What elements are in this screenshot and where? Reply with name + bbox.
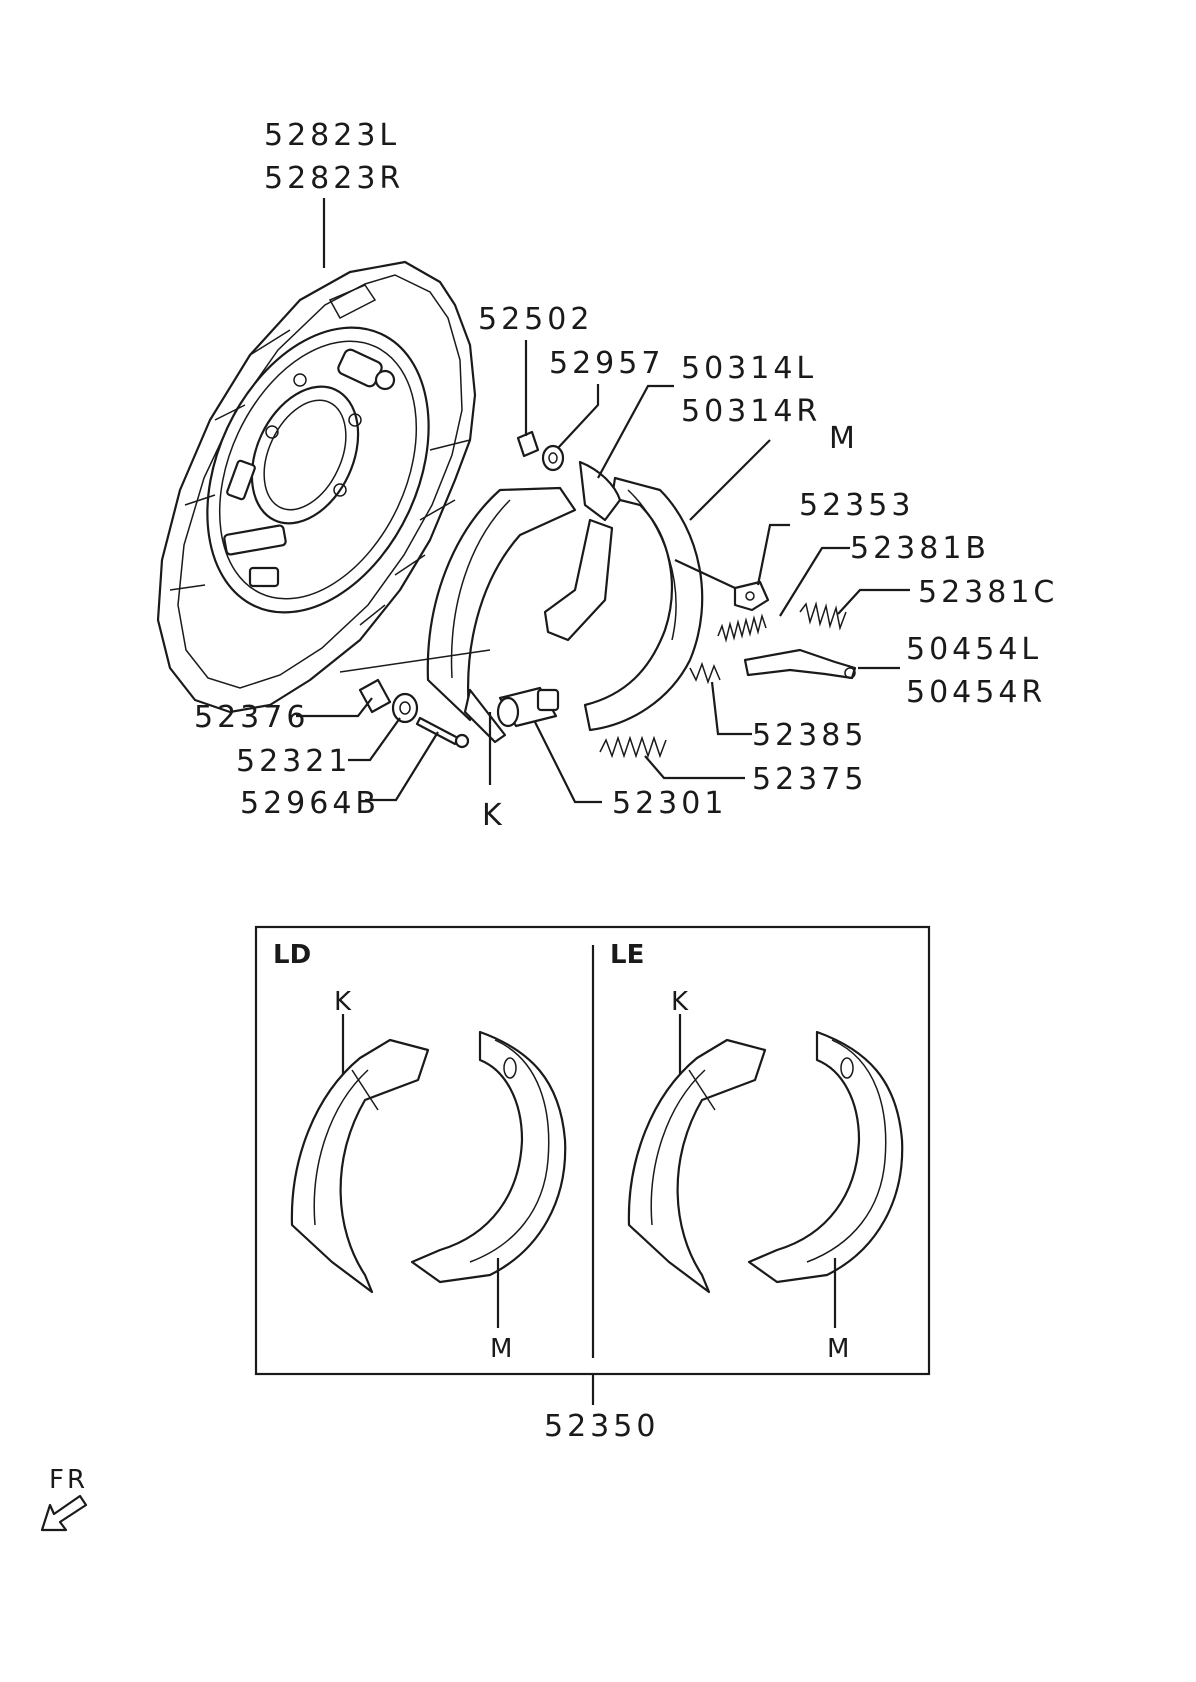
kit-panel-title-le: LE [610,940,644,970]
label-52823R: 52823R [264,161,404,196]
label-52385: 52385 [752,718,867,753]
label-52502: 52502 [478,302,593,337]
label-52381C: 52381C [918,575,1058,610]
kit-ld-k-label: K [334,987,352,1017]
label-50454R: 50454R [906,675,1046,710]
backing-plate-drawing [156,260,477,714]
kit-ld-m-label: M [490,1334,512,1364]
label-m-upper: M [829,421,859,456]
label-52353: 52353 [799,488,914,523]
small-parts-drawing [339,430,857,759]
label-52823L: 52823L [264,118,400,153]
label-52376: 52376 [194,700,309,735]
label-50314L: 50314L [681,351,817,386]
label-52301: 52301 [612,786,727,821]
brake-shoe-m-drawing [543,460,704,732]
kit-panel-title-ld: LD [273,940,311,970]
kit-shoes-ld: K M [290,987,567,1364]
kit-shoes-le: K M [627,987,904,1364]
kit-le-m-label: M [827,1334,849,1364]
kit-number-label: 52350 [544,1409,659,1444]
leader-lines [296,198,910,804]
shoe-kit-box: LD LE 52350 [254,925,931,1444]
label-52964B: 52964B [240,786,380,821]
front-arrow-icon [40,1494,88,1532]
brake-shoe-k-drawing [426,486,577,744]
label-50314R: 50314R [681,394,821,429]
front-label: FR [49,1465,88,1495]
label-k-upper: K [482,798,506,833]
label-50454L: 50454L [906,632,1042,667]
label-52321: 52321 [236,744,351,779]
front-direction-indicator: FR [40,1465,88,1532]
label-52957: 52957 [549,346,664,381]
part-number-labels: 52823L 52823R 52502 52957 50314L 50314R … [194,118,1058,833]
label-52381B: 52381B [850,531,990,566]
label-52375: 52375 [752,762,867,797]
kit-le-k-label: K [671,987,689,1017]
